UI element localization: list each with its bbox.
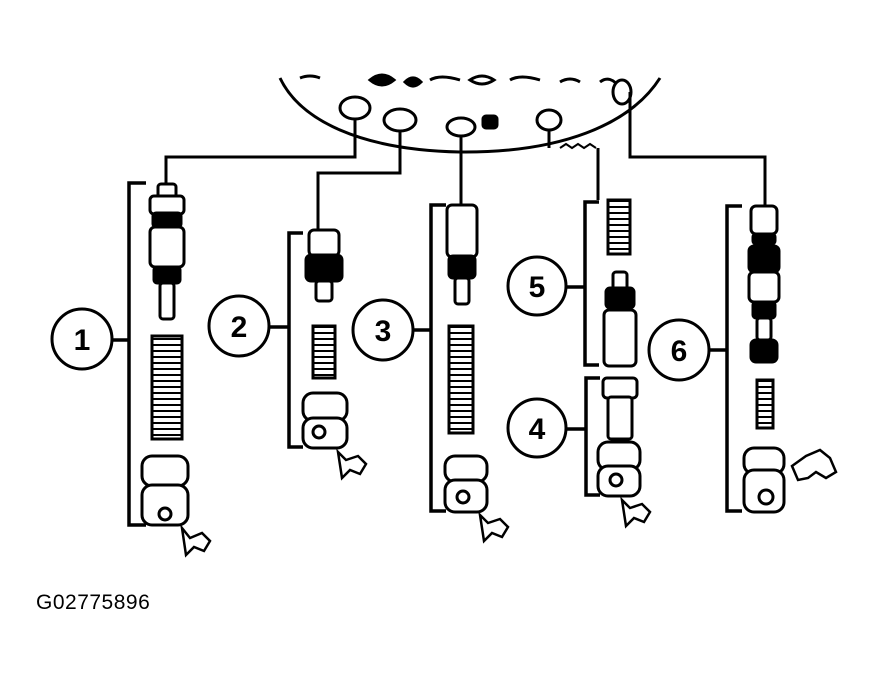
callout-label-3: 3 bbox=[375, 315, 392, 348]
callout-label-2: 2 bbox=[231, 311, 248, 344]
bracket-6 bbox=[725, 204, 742, 513]
leader-lines bbox=[164, 92, 767, 230]
callouts bbox=[50, 255, 711, 459]
valve-body-housing bbox=[278, 73, 662, 154]
bracket-5 bbox=[583, 200, 599, 367]
bracket-2 bbox=[287, 231, 303, 449]
bracket-3 bbox=[429, 203, 446, 513]
callout-label-1: 1 bbox=[74, 324, 91, 357]
component-column-3 bbox=[443, 203, 510, 544]
callout-labels: 1 2 3 4 5 6 bbox=[74, 271, 688, 446]
figure-id: G02775896 bbox=[36, 591, 151, 614]
component-column-2 bbox=[301, 228, 368, 481]
callout-circle-2 bbox=[207, 294, 271, 358]
bracket-1 bbox=[127, 181, 146, 527]
callout-circle-6 bbox=[647, 318, 711, 382]
component-column-4 bbox=[596, 376, 652, 529]
group-brackets bbox=[112, 181, 742, 527]
component-column-6 bbox=[742, 204, 838, 514]
callout-circle-5 bbox=[506, 255, 568, 317]
component-column-1 bbox=[140, 182, 212, 558]
bracket-4 bbox=[584, 376, 600, 497]
callout-label-6: 6 bbox=[671, 335, 688, 368]
callout-circle-3 bbox=[351, 298, 415, 362]
component-column-5 bbox=[602, 198, 638, 368]
callout-circle-4 bbox=[506, 397, 568, 459]
callout-label-4: 4 bbox=[529, 413, 546, 446]
callout-label-5: 5 bbox=[529, 271, 546, 304]
callout-circle-1 bbox=[50, 307, 114, 371]
